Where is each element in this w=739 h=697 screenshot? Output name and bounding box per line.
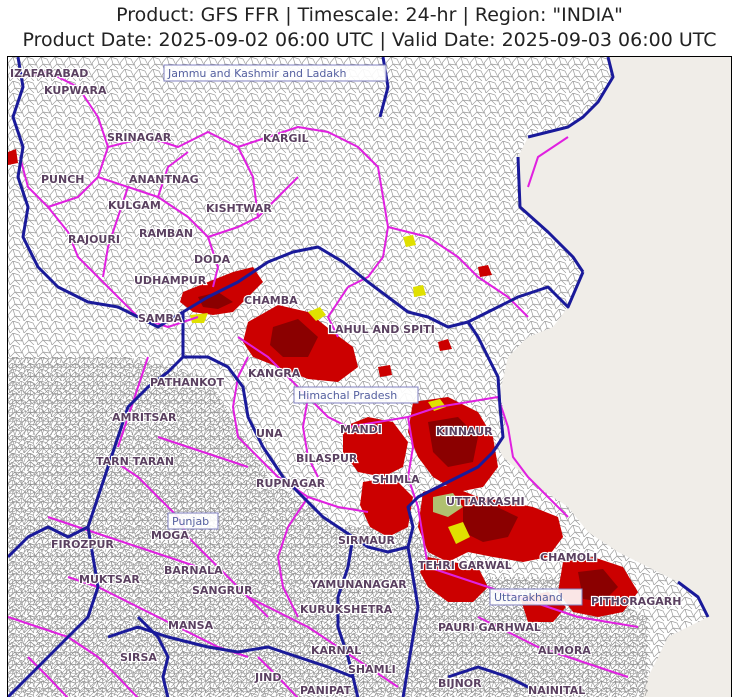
district-label: SANGRUR xyxy=(192,584,253,597)
district-labels: IZAFARABAD KUPWARA SRINAGAR KARGIL PUNCH… xyxy=(9,66,683,697)
state-label-punjab: Punjab xyxy=(172,515,209,528)
district-label: MANSA xyxy=(168,619,214,632)
district-label: AMRITSAR xyxy=(112,411,177,424)
district-label: KARNAL xyxy=(311,644,361,657)
district-label: SIRMAUR xyxy=(338,534,396,547)
district-label: TARN TARAN xyxy=(96,455,174,468)
district-label: PITHORAGARH xyxy=(591,595,681,608)
district-label: KURUKSHETRA xyxy=(300,603,393,616)
district-label: PANIPAT xyxy=(300,684,352,697)
district-label: SHIMLA xyxy=(372,473,420,486)
district-label: SRINAGAR xyxy=(107,131,172,144)
state-label-uttarakhand: Uttarakhand xyxy=(494,591,563,604)
district-label: LAHUL AND SPITI xyxy=(328,323,435,336)
district-label: NAINITAL xyxy=(528,684,585,697)
district-label: UNA xyxy=(256,427,283,440)
state-labels: Jammu and Kashmir and Ladakh Himachal Pr… xyxy=(163,64,583,606)
flood-risk-map[interactable]: IZAFARABAD KUPWARA SRINAGAR KARGIL PUNCH… xyxy=(8,57,732,697)
district-label: SHAMLI xyxy=(348,663,396,676)
district-label: YAMUNANAGAR xyxy=(309,578,407,591)
district-label: KISHTWAR xyxy=(206,202,272,215)
district-label: MUKTSAR xyxy=(79,573,140,586)
district-label: KINNAUR xyxy=(436,425,493,438)
district-label: KUPWARA xyxy=(44,84,107,97)
district-label: MOGA xyxy=(151,529,189,542)
district-label: DODA xyxy=(194,253,231,266)
district-label: PUNCH xyxy=(41,173,84,186)
product-info-line: Product: GFS FFR | Timescale: 24-hr | Re… xyxy=(116,4,623,26)
district-label: RUPNAGAR xyxy=(256,477,326,490)
district-label: UDHAMPUR xyxy=(134,274,207,287)
district-label: UTTARKASHI xyxy=(446,495,525,508)
date-info-line: Product Date: 2025-09-02 06:00 UTC | Val… xyxy=(22,29,717,51)
district-label: PATHANKOT xyxy=(150,376,225,389)
district-label: BILASPUR xyxy=(296,452,358,465)
district-label: SIRSA xyxy=(120,651,157,664)
district-label: BIJNOR xyxy=(438,677,482,690)
district-label: PAURI GARHWAL xyxy=(438,621,541,634)
district-label: RAMBAN xyxy=(139,227,193,240)
district-label: CHAMBA xyxy=(244,294,298,307)
district-label: IZAFARABAD xyxy=(10,67,88,80)
district-label: ANANTNAG xyxy=(129,173,199,186)
district-label: KARGIL xyxy=(263,132,309,145)
district-label: KANGRA xyxy=(248,367,301,380)
district-label: ALMORA xyxy=(538,644,591,657)
district-label: FIROZPUR xyxy=(51,538,114,551)
district-label: CHAMOLI xyxy=(540,551,597,564)
state-label-jk: Jammu and Kashmir and Ladakh xyxy=(167,67,346,80)
district-boundaries xyxy=(8,71,639,697)
district-label: MANDI xyxy=(340,423,382,436)
district-label: TEHRI GARWAL xyxy=(418,559,512,572)
map-header: Product: GFS FFR | Timescale: 24-hr | Re… xyxy=(0,0,739,56)
district-label: KULGAM xyxy=(108,199,161,212)
district-label: BARNALA xyxy=(164,564,223,577)
map-frame[interactable]: IZAFARABAD KUPWARA SRINAGAR KARGIL PUNCH… xyxy=(7,56,732,697)
district-label: SAMBA xyxy=(138,312,183,325)
state-label-hp: Himachal Pradesh xyxy=(298,389,397,402)
district-label: JIND xyxy=(254,671,282,684)
district-label: RAJOURI xyxy=(68,233,120,246)
